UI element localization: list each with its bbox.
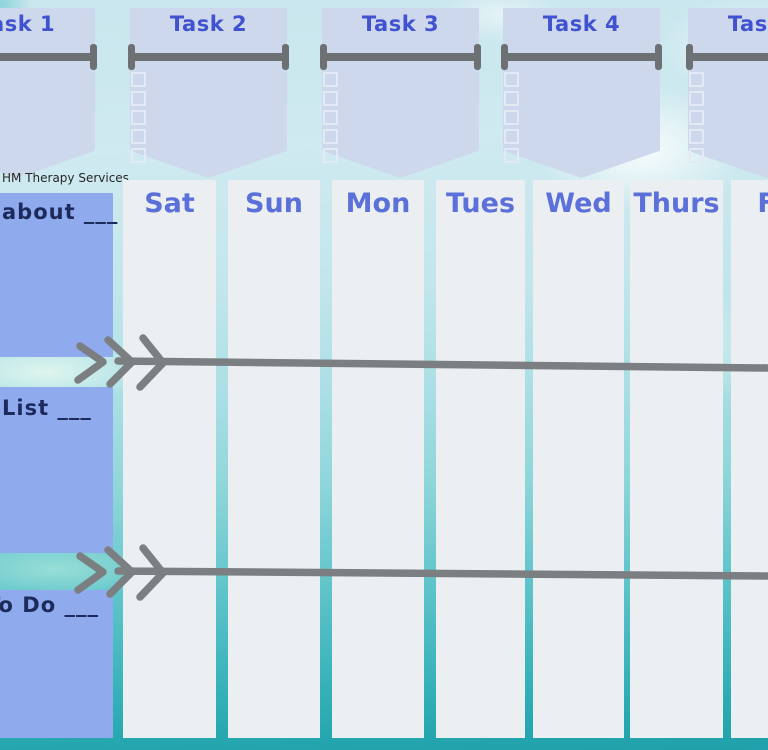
task-checkbox[interactable]	[504, 129, 519, 144]
task-checkbox[interactable]	[131, 110, 146, 125]
day-header: Fri	[757, 188, 768, 219]
task-checkbox[interactable]	[323, 91, 338, 106]
banner-pennant-shape	[130, 8, 287, 178]
day-column-sun: Sun	[228, 180, 320, 738]
task-checkbox-list	[131, 72, 146, 163]
task-underline-bar	[690, 53, 768, 61]
task-title: Task 5	[727, 12, 768, 36]
day-column-fri: Fri	[731, 180, 768, 738]
bar-end-cap	[282, 44, 289, 70]
day-header: Wed	[545, 188, 612, 219]
task-checkbox-list	[323, 72, 338, 163]
side-panel-to-do: To Do ___	[0, 590, 113, 738]
bar-end-cap	[128, 44, 135, 70]
task-checkbox[interactable]	[323, 72, 338, 87]
bar-end-cap	[686, 44, 693, 70]
task-checkbox[interactable]	[689, 110, 704, 125]
task-title: Task 2	[169, 12, 248, 36]
day-column-sat: Sat	[123, 180, 216, 738]
side-panel-label: about ___	[2, 200, 119, 224]
task-title: Task 1	[0, 12, 56, 36]
task-checkbox[interactable]	[504, 110, 519, 125]
bar-end-cap	[90, 44, 97, 70]
task-checkbox[interactable]	[323, 110, 338, 125]
day-header: Tues	[445, 188, 516, 219]
side-panel-list: List ___	[0, 387, 113, 553]
task-banner-3: Task 3	[320, 8, 481, 178]
task-checkbox[interactable]	[689, 148, 704, 163]
day-header: Sat	[144, 188, 195, 219]
day-column-wed: Wed	[533, 180, 624, 738]
side-panel-label: To Do ___	[0, 593, 99, 617]
task-checkbox[interactable]	[131, 129, 146, 144]
task-checkbox[interactable]	[131, 91, 146, 106]
credit-text: HM Therapy Services	[2, 171, 129, 185]
banner-pennant-shape	[322, 8, 479, 178]
day-header: Sun	[245, 188, 303, 219]
task-title: Task 3	[361, 12, 440, 36]
task-underline-bar	[324, 53, 477, 61]
day-column-mon: Mon	[332, 180, 424, 738]
task-checkbox[interactable]	[504, 148, 519, 163]
side-panel-think-about: about ___	[0, 193, 117, 357]
task-underline-bar	[505, 53, 658, 61]
task-checkbox[interactable]	[323, 148, 338, 163]
task-title: Task 4	[542, 12, 621, 36]
bar-end-cap	[474, 44, 481, 70]
side-panel-label: List ___	[2, 396, 92, 420]
task-underline-bar	[0, 53, 93, 61]
task-checkbox[interactable]	[689, 91, 704, 106]
task-banner-1: Task 1	[0, 8, 97, 178]
task-checkbox[interactable]	[131, 148, 146, 163]
banner-pennant-shape	[0, 8, 95, 178]
task-banner-5: Task 5	[686, 8, 768, 178]
bar-end-cap	[501, 44, 508, 70]
task-checkbox[interactable]	[689, 72, 704, 87]
bar-end-cap	[655, 44, 662, 70]
task-checkbox[interactable]	[323, 129, 338, 144]
task-checkbox-list	[689, 72, 704, 163]
task-checkbox[interactable]	[131, 72, 146, 87]
task-banner-4: Task 4	[501, 8, 662, 178]
day-header: Thurs	[633, 188, 720, 219]
task-checkbox[interactable]	[689, 129, 704, 144]
task-underline-bar	[132, 53, 285, 61]
banner-pennant-shape	[503, 8, 660, 178]
task-banner-2: Task 2	[128, 8, 289, 178]
arrow-divider-icon	[74, 544, 768, 601]
bar-end-cap	[320, 44, 327, 70]
task-checkbox[interactable]	[504, 72, 519, 87]
day-column-tues: Tues	[436, 180, 525, 738]
day-header: Mon	[345, 188, 411, 219]
day-column-thurs: Thurs	[630, 180, 723, 738]
task-checkbox[interactable]	[504, 91, 519, 106]
task-checkbox-list	[504, 72, 519, 163]
arrow-divider-icon	[74, 334, 768, 391]
